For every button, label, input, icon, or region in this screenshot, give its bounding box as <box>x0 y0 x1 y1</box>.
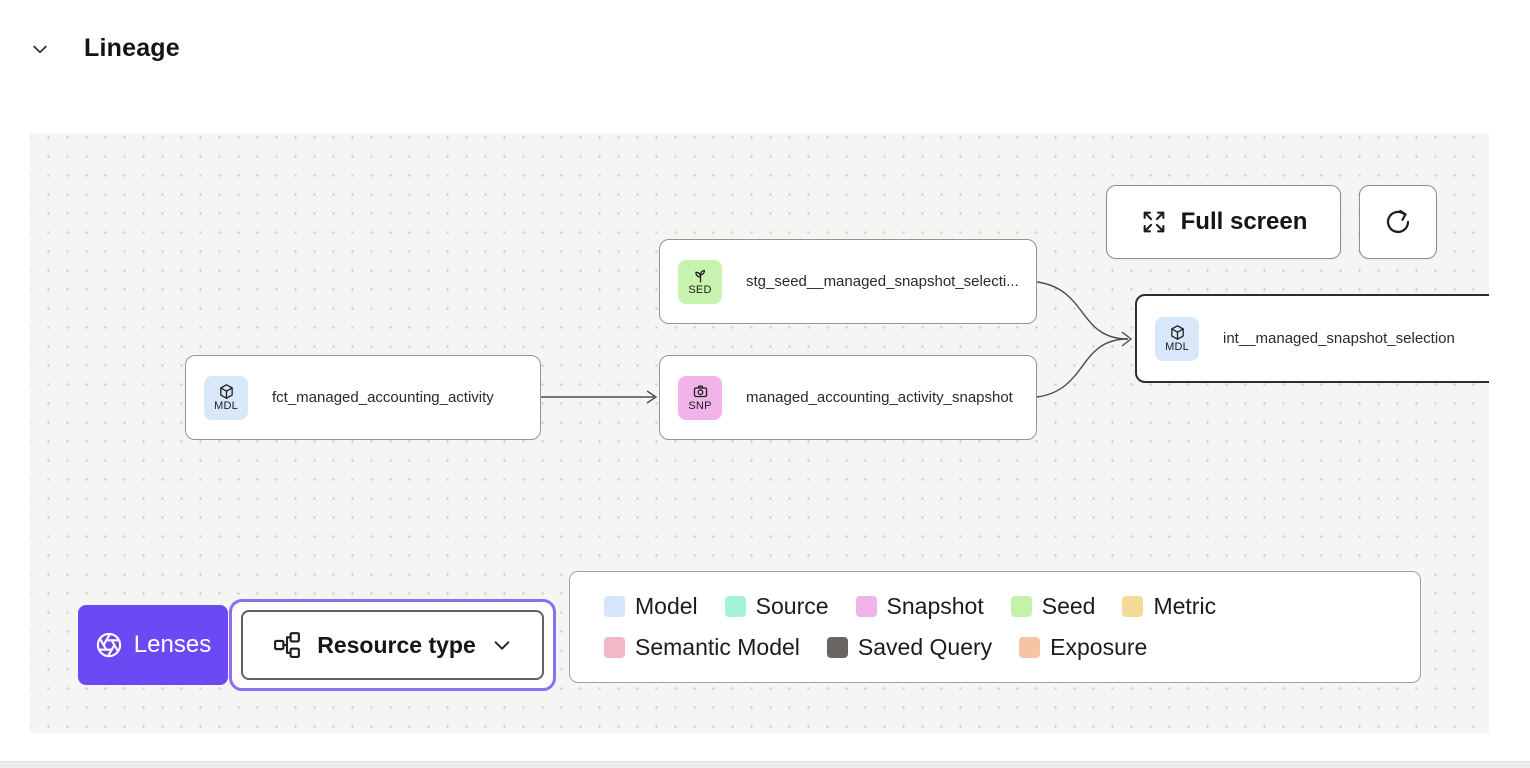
legend-item-exposure: Exposure <box>1019 634 1147 661</box>
chevron-down-icon[interactable] <box>30 39 50 59</box>
legend-swatch <box>724 595 746 617</box>
legend-label: Snapshot <box>886 592 984 619</box>
model-badge: MDL <box>204 375 248 420</box>
legend-item-saved-query: Saved Query <box>826 634 993 661</box>
lenses-label: Lenses <box>133 631 212 658</box>
legend-label: Source <box>755 592 829 619</box>
legend-item-seed: Seed <box>1010 592 1096 620</box>
expand-icon <box>1143 211 1165 233</box>
lenses-button[interactable]: Lenses <box>78 605 228 685</box>
lineage-canvas[interactable]: Full screen SED stg_seed__managed_snapsh… <box>30 133 1489 733</box>
lineage-header: Lineage <box>30 34 180 63</box>
legend-swatch <box>855 595 877 617</box>
legend-row-1: Model Source Snapshot Seed Metric <box>604 593 1420 620</box>
resource-type-focus-ring: Resource type <box>229 599 556 691</box>
resource-graph-icon <box>274 632 301 658</box>
node-int-managed-snapshot-selection-selected[interactable]: MDL int__managed_snapshot_selection <box>1135 294 1489 383</box>
badge-code: MDL <box>214 399 238 412</box>
node-managed-accounting-activity-snapshot[interactable]: SNP managed_accounting_activity_snapshot <box>659 355 1037 440</box>
page-title: Lineage <box>84 34 180 62</box>
chevron-down-icon <box>494 641 510 650</box>
node-label: managed_accounting_activity_snapshot <box>746 389 1013 406</box>
legend-item-source: Source <box>724 592 829 620</box>
snapshot-camera-icon <box>693 385 707 397</box>
seed-badge: SED <box>678 259 722 304</box>
node-fct-managed-accounting-activity[interactable]: MDL fct_managed_accounting_activity <box>185 355 541 440</box>
aperture-icon <box>96 632 121 658</box>
legend-label: Exposure <box>1050 634 1148 661</box>
section-divider <box>0 761 1530 768</box>
legend-swatch <box>826 637 848 659</box>
refresh-button[interactable] <box>1359 185 1437 259</box>
legend-swatch <box>1010 595 1032 617</box>
node-stg-seed[interactable]: SED stg_seed__managed_snapshot_selecti..… <box>659 239 1037 324</box>
legend-swatch <box>604 595 625 617</box>
full-screen-button[interactable]: Full screen <box>1106 185 1341 259</box>
resource-type-legend: Model Source Snapshot Seed Metric <box>569 571 1421 683</box>
badge-code: SNP <box>688 399 712 412</box>
legend-swatch <box>604 637 625 659</box>
resource-type-dropdown[interactable]: Resource type <box>241 610 544 680</box>
node-label: fct_managed_accounting_activity <box>272 389 494 406</box>
legend-swatch <box>1019 637 1041 659</box>
edge-arrowhead <box>1121 331 1133 347</box>
model-badge: MDL <box>1155 316 1199 361</box>
edge-snp-to-int <box>1036 338 1129 398</box>
snapshot-badge: SNP <box>678 375 722 420</box>
legend-label: Metric <box>1153 592 1217 619</box>
resource-type-label: Resource type <box>317 631 476 658</box>
refresh-icon <box>1386 209 1410 234</box>
legend-label: Model <box>635 592 698 619</box>
full-screen-label: Full screen <box>1180 208 1308 235</box>
edge-sed-to-int <box>1036 281 1129 340</box>
legend-item-model: Model <box>604 593 698 620</box>
node-label: stg_seed__managed_snapshot_selecti... <box>746 273 1019 290</box>
seed-sprout-icon <box>694 269 705 283</box>
legend-item-semantic-model: Semantic Model <box>604 634 800 661</box>
legend-label: Semantic Model <box>635 634 800 661</box>
legend-label: Seed <box>1041 592 1096 619</box>
legend-row-2: Semantic Model Saved Query Exposure <box>604 634 1420 661</box>
badge-code: SED <box>688 283 712 296</box>
edge-arrowhead <box>646 390 658 404</box>
badge-code: MDL <box>1165 340 1189 353</box>
legend-swatch <box>1122 595 1144 617</box>
legend-label: Saved Query <box>857 634 993 661</box>
node-label: int__managed_snapshot_selection <box>1223 330 1455 347</box>
legend-item-metric: Metric <box>1122 593 1216 620</box>
legend-item-snapshot: Snapshot <box>855 592 984 620</box>
model-cube-icon <box>219 383 233 399</box>
model-cube-icon <box>1170 324 1184 340</box>
